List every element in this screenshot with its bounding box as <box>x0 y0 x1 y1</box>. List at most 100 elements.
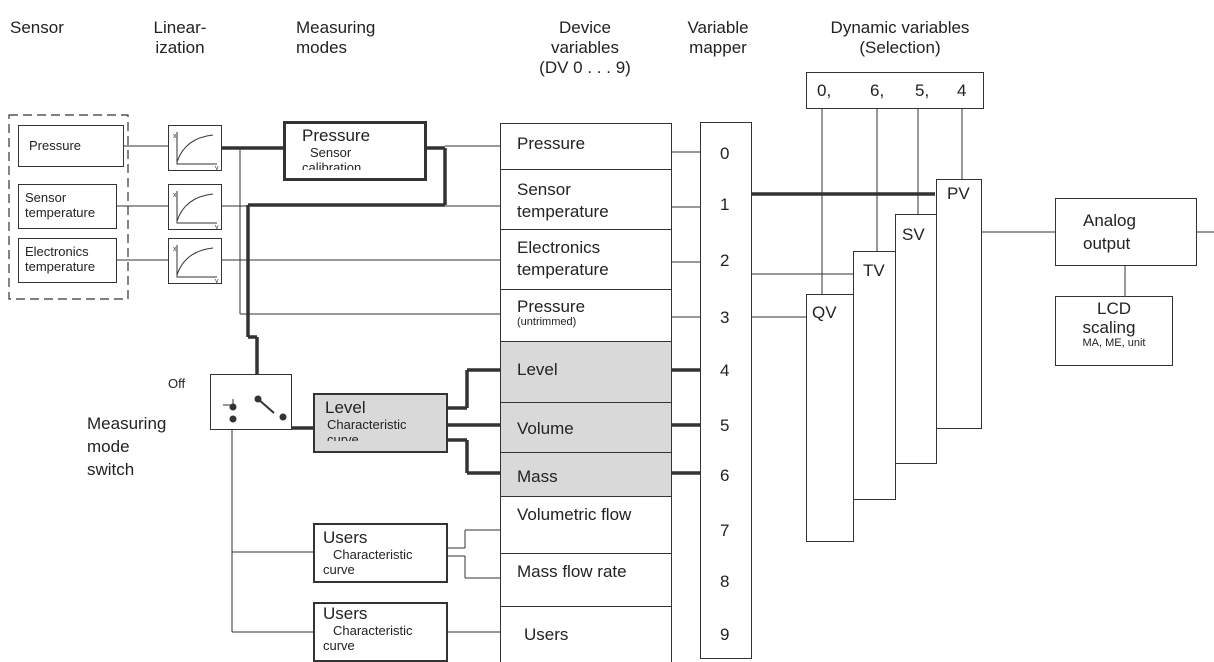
sensor-pressure-label: Pressure <box>29 138 82 153</box>
mode-users-1-title: Users <box>323 528 368 547</box>
switch-label-line-2: mode <box>87 437 130 456</box>
lcd-line-2: scaling <box>1082 318 1136 337</box>
dv-sensor-temperature-line-1: Sensor <box>517 180 571 199</box>
header-linearization: Linear- ization <box>150 18 210 58</box>
mode-users-2-sub-1: Characteristic <box>333 623 413 638</box>
header-device-variables: Device variables (DV 0 . . . 9) <box>510 18 660 78</box>
mode-level-title: Level <box>325 398 366 417</box>
linearization-curve-graph: x y <box>173 245 219 283</box>
measuring-mode-switch[interactable] <box>210 374 292 430</box>
lcd-line-1: LCD <box>1096 299 1131 318</box>
header-variable-mapper: Variable mapper <box>668 18 768 58</box>
mode-users-2-box: Users Characteristic curve <box>313 602 448 662</box>
dv-untrimmed-label: (untrimmed) <box>517 316 577 328</box>
analog-output-box: Analog output <box>1055 198 1197 266</box>
dv-users-label: Users <box>524 625 569 644</box>
selection-value: 0, <box>817 81 832 100</box>
mode-pressure-sub-1: Sensor <box>310 145 352 160</box>
sensor-pressure-box: Pressure <box>18 125 124 167</box>
dv-sensor-temperature-line-2: temperature <box>517 202 609 221</box>
header-linearization-line-1: Linear- <box>153 18 207 37</box>
dynamic-tv-label: TV <box>863 261 885 280</box>
dynamic-qv-label: QV <box>812 303 837 322</box>
linearization-curve-sensor-temperature: x y <box>168 184 222 230</box>
dv-level: Level <box>500 341 672 403</box>
electronics-temperature-box: Electronics temperature <box>18 238 117 283</box>
sensor-temperature-line-2: temperature <box>25 205 96 220</box>
dv-electronics-temperature: Electronics temperature <box>500 229 672 290</box>
dv-level-label: Level <box>517 360 558 379</box>
dv-mass: Mass <box>500 452 672 497</box>
variable-mapper <box>700 122 752 659</box>
linearization-axis-y: y <box>215 165 219 170</box>
dv-volume: Volume <box>500 402 672 453</box>
mapper-number: 5 <box>720 416 730 435</box>
mapper-number: 4 <box>720 361 730 380</box>
linearization-axis-x: x <box>173 246 177 253</box>
dynamic-qv: QV <box>806 294 854 542</box>
lcd-line-3: MA, ME, unit <box>1082 337 1146 349</box>
dv-mass-flow-rate-label: Mass flow rate <box>517 562 627 581</box>
sensor-temperature-box: Sensor temperature <box>18 184 117 229</box>
header-device-variables-line-2: variables <box>550 38 620 57</box>
dv-volume-label: Volume <box>517 419 574 438</box>
mapper-number: 7 <box>720 521 730 540</box>
electronics-temperature-line-2: temperature <box>25 259 96 274</box>
mapper-number: 8 <box>720 572 730 591</box>
mapper-number: 3 <box>720 308 730 327</box>
dv-pressure: Pressure <box>500 123 672 170</box>
switch-label-line-3: switch <box>87 460 135 479</box>
header-variable-mapper-line-1: Variable <box>687 18 749 37</box>
mode-pressure-title: Pressure <box>302 126 371 145</box>
dynamic-sv-label: SV <box>902 225 925 244</box>
mode-users-2-title: Users <box>323 604 368 623</box>
switch-off-label: Off <box>168 376 186 391</box>
selection-value: 6, <box>870 81 885 100</box>
header-dynamic-variables-line-1: Dynamic variables <box>830 18 970 37</box>
mode-pressure-box: Pressure Sensor calibration <box>283 121 427 181</box>
header-dynamic-variables-line-2: (Selection) <box>859 38 941 57</box>
mode-level-sub-1: Characteristic <box>327 417 407 432</box>
header-variable-mapper-line-2: mapper <box>689 38 747 57</box>
sensor-group-frame <box>8 114 129 300</box>
header-device-variables-line-1: Device <box>559 18 611 37</box>
mapper-number: 2 <box>720 251 730 270</box>
header-device-variables-line-3: (DV 0 . . . 9) <box>539 58 631 77</box>
selection-value: 4 <box>957 81 967 100</box>
linearization-curve-electronics-temperature: x y <box>168 238 222 284</box>
mode-pressure-sub-2: calibration <box>302 160 362 170</box>
header-measuring-modes-line-2: modes <box>296 38 348 57</box>
linearization-axis-y: y <box>215 224 219 229</box>
lcd-scaling-box: LCD scaling MA, ME, unit <box>1055 296 1173 366</box>
dv-electronics-temperature-line-1: Electronics <box>517 238 601 257</box>
dynamic-sv: SV <box>895 214 937 464</box>
mode-level-sub-2: curve <box>327 432 359 441</box>
dv-pressure-label: Pressure <box>517 134 586 153</box>
analog-output-line-2: output <box>1083 234 1131 253</box>
mode-users-2-sub-2: curve <box>323 638 355 653</box>
dv-mass-flow-rate: Mass flow rate <box>500 553 672 607</box>
dv-sensor-temperature: Sensor temperature <box>500 169 672 230</box>
header-sensor: Sensor <box>10 18 64 37</box>
mapper-number: 6 <box>720 466 730 485</box>
switch-contacts-icon <box>223 395 287 423</box>
header-dynamic-variables: Dynamic variables (Selection) <box>800 18 1000 58</box>
dv-electronics-temperature-line-2: temperature <box>517 260 609 279</box>
mode-level-box: Level Characteristic curve <box>313 393 448 453</box>
mapper-number: 0 <box>720 144 730 163</box>
switch-label-line-1: Measuring <box>87 414 167 433</box>
dv-volumetric-flow: Volumetric flow <box>500 496 672 554</box>
dynamic-pv: PV <box>936 179 982 429</box>
linearization-axis-x: x <box>173 133 177 140</box>
dynamic-tv: TV <box>853 251 896 500</box>
mode-users-1-box: Users Characteristic curve <box>313 523 448 583</box>
header-measuring-modes: Measuring modes <box>296 18 375 58</box>
dv-pressure-untrimmed: Pressure (untrimmed) <box>500 289 672 342</box>
dynamic-pv-label: PV <box>947 184 970 203</box>
mode-users-1-sub-1: Characteristic <box>333 547 413 562</box>
dv-volumetric-flow-label: Volumetric flow <box>517 505 632 524</box>
linearization-curve-pressure: x y <box>168 125 222 171</box>
dv-pressure-untrimmed-label: Pressure <box>517 297 586 316</box>
selection-box: 0, 6, 5, 4 <box>806 72 984 109</box>
